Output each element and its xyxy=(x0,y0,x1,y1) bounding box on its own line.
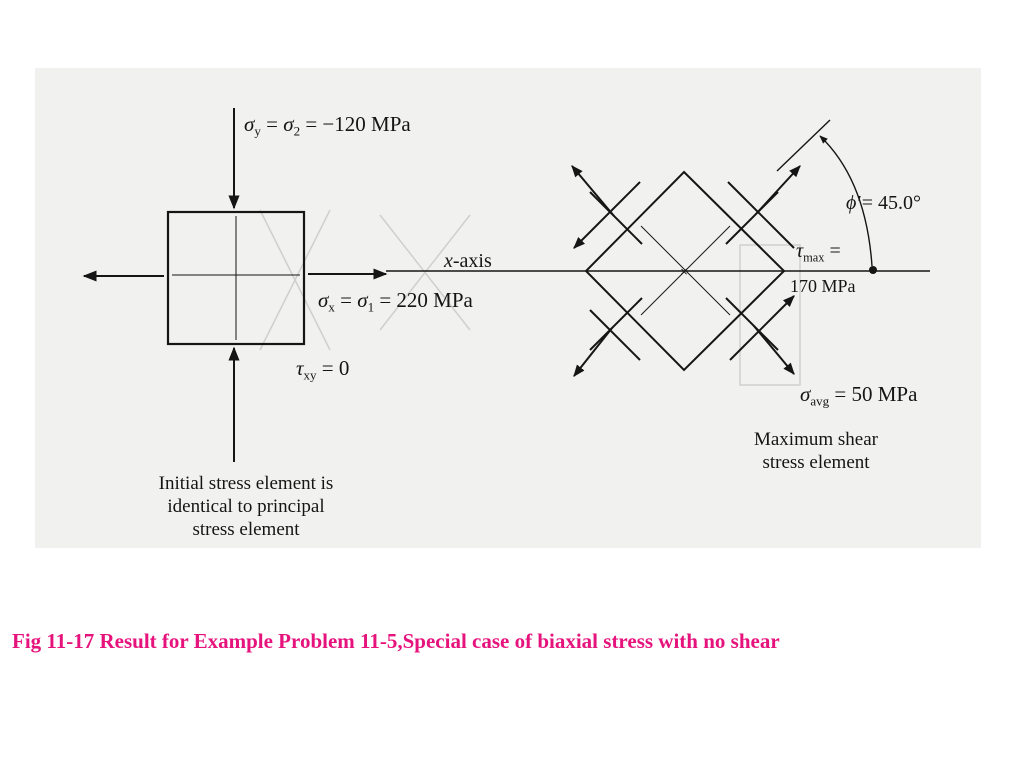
max-shear-caption: Maximum shear stress element xyxy=(726,428,906,474)
max-shear-element: × xyxy=(570,165,801,377)
tau-max-value: 170 MPa xyxy=(790,276,856,296)
scanned-figure-background xyxy=(35,68,981,548)
rotation-angle-indicator xyxy=(776,119,877,274)
sigma-y-subscript: y xyxy=(254,123,261,139)
max-shear-caption-line-2: stress element xyxy=(762,452,870,473)
sigma-2-subscript: 2 xyxy=(293,123,301,139)
shear-cross-ul-3 xyxy=(570,168,596,228)
initial-element-caption: Initial stress element is identical to p… xyxy=(126,472,366,541)
center-mark: × xyxy=(680,264,688,279)
angle-arc xyxy=(819,135,873,267)
sigma-x-label: σx = σ1 = 220 MPa xyxy=(318,288,473,315)
tau-max-subscript: max xyxy=(803,250,825,265)
diamond-centerline-b xyxy=(640,225,731,316)
tau-xy-subscript: xy xyxy=(303,367,317,383)
x-axis-variable: x xyxy=(444,250,453,272)
tau-xy-label: τxy = 0 xyxy=(296,356,350,383)
sigma-avg-label: σavg = 50 MPa xyxy=(800,382,918,409)
rotated-axis-line xyxy=(776,119,831,172)
initial-caption-line-1: Initial stress element is xyxy=(158,473,334,494)
tau-max-equals: = xyxy=(824,240,841,262)
shear-cross-ul-1 xyxy=(589,191,643,245)
tau-xy-value: = 0 xyxy=(316,356,350,380)
shear-cross-ul-2 xyxy=(573,181,641,249)
sigma-y-symbol: σ xyxy=(244,112,255,136)
x-axis-text: -axis xyxy=(452,250,492,272)
shear-cross-ll-arrow xyxy=(573,327,613,377)
phi-prime: ′ xyxy=(857,192,862,214)
phi-label: ϕ′= 45.0° xyxy=(846,192,921,215)
figure-caption: Fig 11-17 Result for Example Problem 11-… xyxy=(12,629,780,653)
sigma-2-symbol: σ xyxy=(283,112,294,136)
x-axis-label: x-axis xyxy=(444,250,492,273)
sigma-avg-symbol: σ xyxy=(800,382,811,406)
sigma-y-label: σy = σ2 = −120 MPa xyxy=(244,112,411,139)
initial-caption-line-2: identical to principal xyxy=(167,496,325,517)
shear-cross-ur-arrow xyxy=(755,165,801,215)
sigma-x-symbol: σ xyxy=(318,288,329,312)
sigma-1-symbol: σ xyxy=(357,288,368,312)
max-shear-caption-line-1: Maximum shear xyxy=(753,429,878,450)
bleed-through-ghost xyxy=(259,209,801,386)
phi-symbol: ϕ xyxy=(846,192,857,214)
sigma-y-equals: = xyxy=(260,112,284,136)
shear-cross-ul-arrow xyxy=(571,165,615,217)
rotated-element-diamond xyxy=(584,170,786,372)
shear-cross-lr-arrow xyxy=(753,325,795,375)
tau-xy-symbol: τ xyxy=(296,356,304,380)
shear-cross-ur-2 xyxy=(727,181,795,249)
shear-cross-lr-1 xyxy=(725,297,779,351)
tau-max-symbol: τ xyxy=(796,240,804,262)
sigma-avg-value: = 50 MPa xyxy=(829,382,918,406)
sigma-y-value: = −120 MPa xyxy=(300,112,411,136)
initial-caption-line-3: stress element xyxy=(192,519,300,540)
shear-cross-lr-2 xyxy=(729,295,795,361)
initial-stress-element xyxy=(82,108,388,462)
sigma-x-value: = 220 MPa xyxy=(374,288,473,312)
phi-value: = 45.0° xyxy=(861,192,922,214)
tau-max-label: τmax = xyxy=(796,240,841,265)
shear-cross-ll-2 xyxy=(589,309,641,361)
sigma-x-equals: = xyxy=(334,288,358,312)
shear-cross-ll-1 xyxy=(589,297,643,351)
principal-element-square xyxy=(166,210,306,346)
sigma-avg-subscript: avg xyxy=(810,393,830,409)
sigma-1-subscript: 1 xyxy=(367,299,375,315)
angle-origin-dot xyxy=(869,266,877,274)
sigma-x-subscript: x xyxy=(328,299,335,315)
